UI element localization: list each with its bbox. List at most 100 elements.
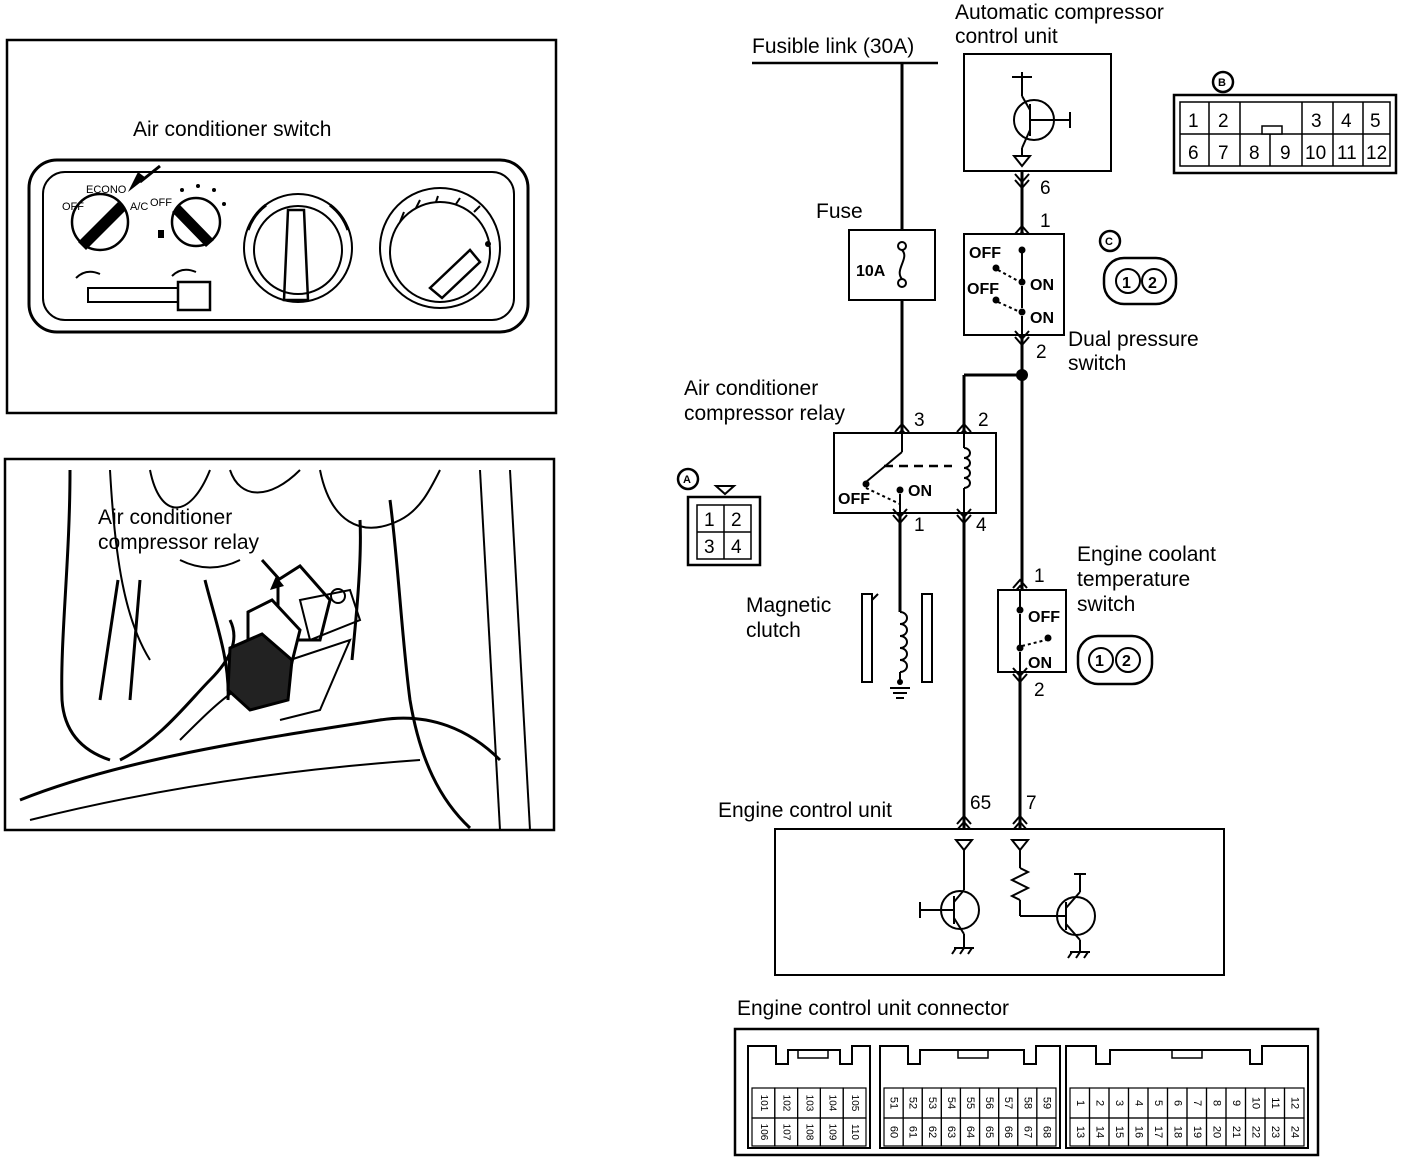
magnetic-label-1: Magnetic: [746, 594, 831, 617]
coolant-connector: 1 2: [1076, 634, 1154, 686]
ecu-pin-label: 103: [804, 1095, 815, 1112]
coolant-off: OFF: [1028, 609, 1060, 626]
ecu-pin-label: 13: [1074, 1126, 1086, 1138]
ecu-pin-label: 107: [781, 1124, 792, 1141]
ecu-pin-label: 15: [1113, 1126, 1125, 1138]
ecu-pin-label: 19: [1191, 1126, 1203, 1138]
b-pin-10: 10: [1305, 143, 1326, 164]
ecu-pin-label: 2: [1093, 1100, 1105, 1106]
ecu-pin-label: 14: [1093, 1126, 1105, 1138]
ecu-pin-label: 65: [983, 1126, 995, 1138]
ecu-pin-label: 6: [1171, 1100, 1183, 1106]
coolant-conn-pin-2: 2: [1122, 653, 1131, 670]
ecu-pin-label: 51: [888, 1097, 900, 1109]
b-pin-2: 2: [1218, 111, 1229, 132]
ecu-pin-label: 54: [945, 1097, 957, 1109]
b-pin-4: 4: [1341, 111, 1352, 132]
switch-photo-panel: Air conditioner switch OFF ECONO A/C OFF: [5, 38, 558, 415]
switch-panel-outline: [27, 158, 530, 334]
svg-text:OFF: OFF: [150, 197, 172, 209]
ecu-pin-label: 1: [1074, 1100, 1086, 1106]
ecu-pin-label: 110: [849, 1124, 860, 1140]
dps-on-1: ON: [1030, 277, 1054, 294]
ecu-pin-label: 61: [907, 1126, 919, 1138]
relay-pin-1: 1: [914, 515, 925, 536]
ecu-pin-label: 7: [1191, 1100, 1203, 1106]
relay-label-2: compressor relay: [684, 402, 846, 425]
coolant-label-2: temperature: [1077, 568, 1190, 591]
engine-control-unit: [774, 828, 1225, 976]
ecu-pin-cell: [1036, 1117, 1057, 1147]
svg-text:OFF: OFF: [62, 201, 84, 213]
dps-label-1: Dual pressure: [1068, 328, 1199, 351]
ecu-pin-label: 101: [758, 1095, 769, 1112]
connector-c-pin-1: 1: [1122, 275, 1131, 292]
ecu-pin-label: 9: [1230, 1100, 1242, 1106]
ecu-pin-label: 55: [964, 1097, 976, 1109]
ecu-pin-label: 59: [1040, 1097, 1052, 1109]
coolant-pin-1: 1: [1034, 566, 1045, 587]
b-pin-5: 5: [1370, 111, 1381, 132]
a-pin-2: 2: [731, 510, 742, 531]
ecu-pin-label: 67: [1021, 1126, 1033, 1138]
b-pin-3: 3: [1311, 111, 1322, 132]
b-pin-7: 7: [1218, 143, 1229, 164]
a-pin-1: 1: [704, 510, 715, 531]
ecu-pin-label: 63: [945, 1126, 957, 1138]
ecu-pin-label: 104: [826, 1095, 837, 1112]
ecu-pin-label: 21: [1230, 1126, 1242, 1138]
ecu-pin-label: 106: [758, 1124, 769, 1141]
ecu-pin-label: 53: [926, 1097, 938, 1109]
fuse-label: Fuse: [816, 200, 863, 223]
recirc-slider-icon: [75, 268, 212, 312]
connector-b: B 1 2 3 4 5 6 7 8 9 10 11 12: [1172, 70, 1398, 175]
magnetic-label-2: clutch: [746, 619, 801, 642]
connector-a-letter: A: [683, 474, 691, 486]
dps-off-1: OFF: [969, 245, 1001, 262]
svg-text:A/C: A/C: [130, 201, 148, 213]
relay-pin-4: 4: [976, 515, 987, 536]
a-pin-3: 3: [704, 537, 715, 558]
dual-pressure-switch: OFF ON OFF ON: [963, 233, 1065, 336]
fusible-link-label: Fusible link (30A): [752, 35, 914, 58]
pin-6-label: 6: [1040, 178, 1051, 199]
ecu-pin-label: 108: [804, 1124, 815, 1141]
connector-a: A 1 2 3 4: [676, 467, 762, 567]
relay-on: ON: [908, 483, 932, 500]
connector-c: C 1 2: [1098, 229, 1178, 306]
ecu-pin-label: 8: [1210, 1100, 1222, 1106]
ecu-pin-label: 60: [888, 1126, 900, 1138]
ecu-pin-label: 66: [1002, 1126, 1014, 1138]
relay-pin-3: 3: [914, 410, 925, 431]
b-pin-9: 9: [1280, 143, 1291, 164]
dps-pin-2: 2: [1036, 342, 1047, 363]
dps-on-2: ON: [1030, 310, 1054, 327]
ecu-pin-label: 58: [1021, 1097, 1033, 1109]
ecu-pin-label: 10: [1249, 1097, 1261, 1109]
mode-knob-icon: OFF ECONO A/C: [62, 164, 161, 252]
fuse-box: 10A: [848, 229, 936, 301]
ecu-pin-label: 20: [1210, 1126, 1222, 1138]
ecu-pin-cell: [842, 1117, 867, 1147]
coolant-label-3: switch: [1077, 593, 1135, 616]
ecu-pin-7: 7: [1026, 793, 1037, 814]
connector-c-pin-2: 2: [1148, 275, 1157, 292]
relay-photo-title-1: Air conditioner: [98, 506, 232, 529]
ecu-pin-label: 22: [1249, 1126, 1261, 1138]
compressor-relay: OFF ON: [833, 432, 997, 514]
coolant-temp-switch: OFF ON: [997, 589, 1067, 673]
ecu-label: Engine control unit: [718, 799, 892, 822]
b-pin-11: 11: [1337, 143, 1357, 164]
dps-pin-1: 1: [1040, 211, 1051, 232]
b-pin-12: 12: [1366, 143, 1387, 164]
ecu-pin-label: 3: [1113, 1100, 1125, 1106]
ecu-pin-label: 105: [849, 1095, 860, 1112]
ecu-pin-label: 56: [983, 1097, 995, 1109]
ecu-pin-label: 68: [1040, 1126, 1052, 1138]
ecu-pin-label: 23: [1269, 1126, 1281, 1138]
ecu-pin-label: 52: [907, 1097, 919, 1109]
fan-knob-icon: OFF: [150, 184, 226, 248]
auto-comp-label-2: control unit: [955, 25, 1058, 48]
relay-icon: [226, 564, 362, 721]
